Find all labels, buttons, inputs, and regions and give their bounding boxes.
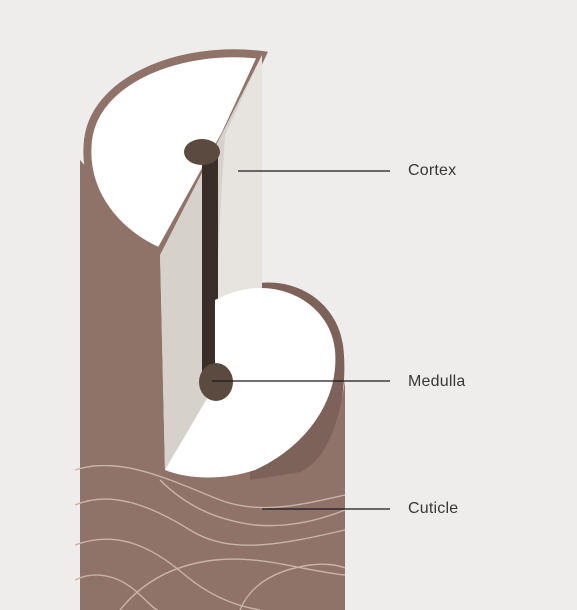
medulla-label: Medulla	[408, 373, 465, 391]
medulla-top-ellipse	[184, 139, 220, 165]
cortex-label: Cortex	[408, 162, 456, 180]
medulla-bottom-ellipse	[199, 363, 233, 401]
cuticle-label: Cuticle	[408, 500, 458, 518]
